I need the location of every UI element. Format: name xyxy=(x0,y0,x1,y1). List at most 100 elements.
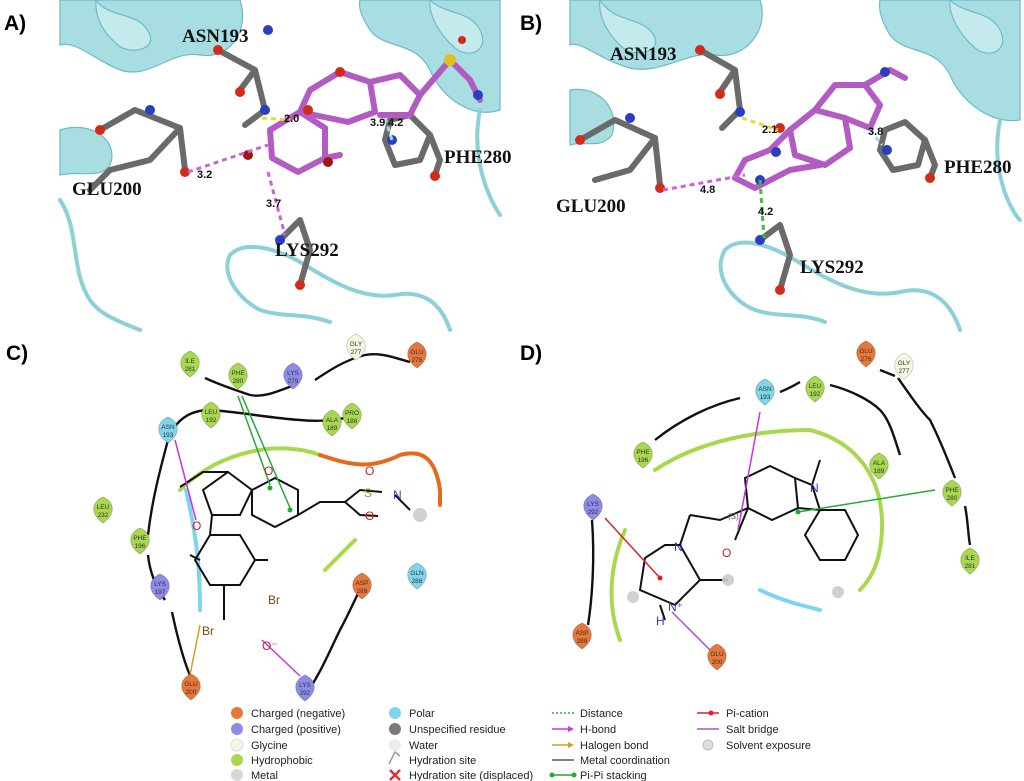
legend-swatch-solvent xyxy=(702,739,714,751)
legend-swatch-water xyxy=(389,739,401,751)
residue-node-shape xyxy=(856,340,876,368)
heteroatoms-a xyxy=(95,25,440,290)
legend-arrow-hbond xyxy=(568,726,574,732)
solvent-exposure-c xyxy=(413,508,427,522)
atom-labels-d: N (S) O N N⁺ H xyxy=(656,481,819,628)
residue-node-number: 288 xyxy=(412,578,423,585)
legend-label-negative: Charged (negative) xyxy=(251,708,345,720)
residue-node-number: 289 xyxy=(577,638,588,645)
interaction-dots-d xyxy=(657,509,801,581)
legend-column-residue-types: Charged (negative) Charged (positive) Gl… xyxy=(230,707,345,781)
legend-swatch-hydrophobic xyxy=(231,754,243,766)
interaction-lines-b xyxy=(662,116,884,239)
legend-swatch-hydration-displaced xyxy=(389,769,401,781)
residue-node-shape xyxy=(130,527,150,555)
residue-node-name: LYS xyxy=(299,682,311,689)
legend-label-pipi: Pi-Pi stacking xyxy=(580,770,647,781)
residue-node-number: 193 xyxy=(760,394,771,401)
atom-label-c-br2: Br xyxy=(202,624,214,638)
residue-node-c-asn193: ASN193 xyxy=(158,416,178,444)
legend-dot-pi-cation xyxy=(708,710,714,716)
atom-label-c-s: S xyxy=(364,486,372,500)
legend-label-hydrophobic: Hydrophobic xyxy=(251,755,313,767)
distance-label-b-1: 2.1 xyxy=(762,124,777,136)
residue-node-d-phe280: PHE280 xyxy=(942,479,962,507)
residue-node-shape xyxy=(960,547,980,575)
residue-node-name: PRO xyxy=(345,410,359,417)
residue-node-number: 276 xyxy=(412,357,423,364)
residue-node-shape xyxy=(407,341,427,369)
legend-label-unspecified: Unspecified residue xyxy=(409,724,506,736)
residue-node-name: GLU xyxy=(859,348,873,355)
residue-node-number: 279 xyxy=(288,378,299,385)
legend-swatch-polar xyxy=(389,707,401,719)
legend-label-polar: Polar xyxy=(409,708,435,720)
residue-node-name: PHE xyxy=(945,487,959,494)
distance-label-b-3: 4.2 xyxy=(758,206,773,218)
legend-label-hydration-site: Hydration site xyxy=(409,755,476,767)
atom-label-d-o: O xyxy=(722,546,731,560)
residue-node-name: GLY xyxy=(350,341,363,348)
residue-sticks-a xyxy=(87,47,443,288)
residue-glu200-b: GLU200 xyxy=(556,196,626,217)
protein-ribbon-b xyxy=(569,0,1021,146)
atom-label-c-n: N xyxy=(393,488,402,502)
legend-label-distance: Distance xyxy=(580,708,623,720)
residue-glu200-a: GLU200 xyxy=(72,179,142,200)
atom-labels-c: O O S O O N Br Br O⁻ xyxy=(192,464,402,653)
residue-node-name: PHE xyxy=(231,370,245,377)
panel-b: B) ASN193 GLU200 PHE280 LYS292 2.1 4.8 4… xyxy=(520,0,1022,332)
residue-node-shape xyxy=(755,378,775,406)
residue-node-name: PHE xyxy=(636,449,650,456)
distance-label-a-5: 4.2 xyxy=(388,117,403,129)
residue-node-d-asn193: ASN193 xyxy=(755,378,775,406)
residue-node-number: 197 xyxy=(155,589,166,596)
residue-node-shape xyxy=(633,441,653,469)
legend-swatch-positive xyxy=(231,723,243,735)
legend-swatch-negative xyxy=(231,707,243,719)
residue-asn193-a: ASN193 xyxy=(182,26,249,47)
residue-node-shape xyxy=(180,350,200,378)
residue-node-number: 292 xyxy=(300,690,311,697)
residue-node-name: ILE xyxy=(965,555,975,562)
legend-label-positive: Charged (positive) xyxy=(251,724,341,736)
residue-node-number: 193 xyxy=(163,432,174,439)
residue-node-shape xyxy=(342,402,362,430)
residue-node-number: 200 xyxy=(186,689,197,696)
residue-node-name: LEU xyxy=(97,504,110,511)
residue-lys292-a: LYS292 xyxy=(275,240,339,261)
interaction-lines-c xyxy=(174,395,301,677)
distance-label-a-4: 3.9 xyxy=(370,117,385,129)
atom-label-c-o4: O xyxy=(365,509,374,523)
legend-swatch-metal xyxy=(231,769,243,781)
atom-label-c-o3: O xyxy=(365,464,374,478)
residue-node-number: 192 xyxy=(810,391,821,398)
legend-label-hbond: H-bond xyxy=(580,724,616,736)
interaction-dots-c xyxy=(267,485,293,513)
residue-sticks-b xyxy=(577,47,938,293)
residue-node-shape xyxy=(295,674,315,702)
panel-b-letter: B) xyxy=(520,12,542,35)
residue-node-shape xyxy=(942,479,962,507)
residue-node-number: 188 xyxy=(347,418,358,425)
residue-node-number: 196 xyxy=(135,543,146,550)
legend-label-solvent: Solvent exposure xyxy=(726,740,811,752)
heteroatoms-b xyxy=(575,45,935,295)
residue-node-number: 189 xyxy=(874,468,885,475)
legend-column-interactions: Distance H-bond Halogen bond Metal coord… xyxy=(549,708,670,781)
legend-swatch-unspecified xyxy=(389,723,401,735)
panel-d: D) xyxy=(520,340,980,671)
legend-label-glycine: Glycine xyxy=(251,740,288,752)
residue-node-name: ASN xyxy=(758,386,772,393)
residue-node-shape xyxy=(707,643,727,671)
